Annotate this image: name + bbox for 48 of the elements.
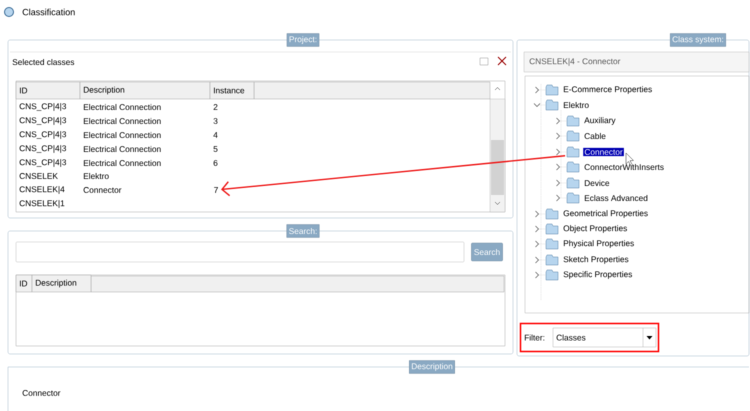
search-button: Search [471,242,503,262]
tree-item: Elektro [564,102,589,108]
class-combo-box: CNSELEK|4 - Connector [524,52,750,72]
column-header: ID [16,274,32,292]
label-text: Selected classes [12,58,74,66]
panel-heading: Project: [286,33,320,47]
table-cell: Electrical Connection [84,104,161,110]
table-cell: Electrical Connection [84,160,161,166]
tree-item: E-Commerce Properties [564,86,652,94]
table-cell: 2 [214,104,218,110]
table-cell: Electrical Connection [84,118,161,124]
column-header: Instance [210,82,254,100]
table-cell: CNS_CP|4|3 [20,159,66,167]
table-cell: Connector [84,187,122,193]
tree-item: Physical Properties [564,240,634,248]
table-cell: CNSELEK|4 [20,186,64,194]
table-cell: CNS_CP|4|3 [20,103,66,111]
tree-item: Cable [584,132,606,140]
window-title: Classification [22,8,75,16]
table-cell: 4 [213,132,218,138]
tree-item: Sketch Properties [564,256,628,264]
table-cell: CNS_CP|4|3 [20,117,66,125]
table-cell: CNS_CP|4|3 [20,145,66,153]
tree-item: Specific Properties [564,271,632,279]
table-cell: 3 [214,118,218,124]
table-cell: 6 [214,160,218,166]
panel-heading: Description [409,360,455,374]
tree-item: Auxiliary [584,117,616,125]
table-cell: Electrical Connection [84,132,161,138]
panel-heading: Search: [286,224,320,238]
table-cell: 7 [214,187,218,193]
highlight-frame: Filter: Classes [520,322,660,352]
tree-item: ConnectorWithInserts [584,164,664,170]
tree-item: Device [584,180,610,186]
tree-item: Eclass Advanced [584,194,648,202]
selected-tree-item: Connector [583,148,624,156]
table-cell: CNS_CP|4|3 [20,131,66,139]
table-cell: Electrical Connection [84,146,161,152]
table-cell: CNSELEK|1 [20,200,64,208]
tree-item: Object Properties [564,225,627,233]
arrow [221,155,566,196]
label-text: Connector [22,390,60,396]
panel-heading: Class system: [670,33,726,47]
column-header: ID [16,82,80,100]
table-cell: CNSELEK [20,173,58,179]
table-cell: 5 [214,146,218,152]
table-cell: Elektro [84,172,109,180]
tree-item: Geometrical Properties [564,210,648,218]
